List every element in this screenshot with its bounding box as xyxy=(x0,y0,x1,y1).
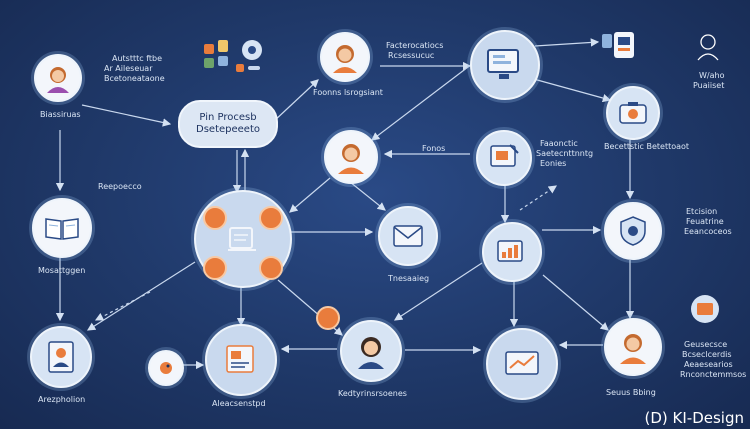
connector xyxy=(86,261,196,331)
connector xyxy=(81,104,172,127)
hub-badge xyxy=(203,256,227,280)
camera-icon xyxy=(619,102,647,124)
note-line: Ar Aileseuar xyxy=(104,64,153,73)
note-line: Eonies xyxy=(540,159,567,168)
note-line: W/aho xyxy=(699,71,725,80)
node-label: Foonns lsrogsiant xyxy=(313,88,383,97)
node-label: Biassiruas xyxy=(40,110,81,119)
person-icon xyxy=(358,337,384,369)
person-node-top-center[interactable] xyxy=(320,32,370,82)
watermark: (D) KI-Design xyxy=(644,409,745,427)
bird-icon xyxy=(160,362,172,374)
profile-card-icon xyxy=(48,341,74,373)
note-line: Facterocatiocs xyxy=(386,41,444,50)
note-line: Autstttc ftbe xyxy=(112,54,163,63)
person-node-middle[interactable] xyxy=(324,130,378,184)
node-label: Arezpholion xyxy=(38,395,86,404)
note-line: Bcetoneataone xyxy=(104,74,165,83)
hub-badge xyxy=(259,256,283,280)
dashed-connector xyxy=(94,291,151,321)
note-line: Puaiiset xyxy=(693,81,725,90)
pill-subtitle: Dsetepeeeto xyxy=(196,124,260,135)
analytics-node[interactable] xyxy=(486,328,558,400)
note-line: Bcseclcerdis xyxy=(682,350,732,359)
widgets-icon xyxy=(204,40,262,72)
sketch-person-icon xyxy=(697,34,719,61)
pill-title: Pin Procesb xyxy=(199,112,257,123)
document-icon xyxy=(228,227,256,251)
dashed-connector xyxy=(519,185,557,211)
connector xyxy=(529,77,612,103)
folder-icon xyxy=(691,295,719,323)
node-label: Seuus Bbing xyxy=(606,388,656,397)
accent-dot xyxy=(316,306,340,330)
device-node-top[interactable] xyxy=(470,30,540,100)
arrow-label: Fonos xyxy=(422,144,446,153)
small-node[interactable] xyxy=(148,350,184,386)
note-line: Rnconctemmsos xyxy=(680,370,747,379)
chart-icon xyxy=(497,240,523,262)
profile-node[interactable] xyxy=(30,326,92,388)
node-label: Aleacsenstpd xyxy=(212,399,266,408)
note-line: Faaonctic xyxy=(540,139,578,148)
note-line: Aeaesearios xyxy=(684,360,733,369)
node-label: Becettstic Betettoaot xyxy=(604,142,690,151)
mail-node[interactable] xyxy=(378,206,438,266)
shield-icon xyxy=(620,216,646,246)
person-icon xyxy=(338,144,364,174)
connector xyxy=(289,177,331,213)
monitor-icon xyxy=(487,49,519,79)
chart-node[interactable] xyxy=(482,222,542,282)
note-line: Etcision xyxy=(686,207,718,216)
camera-node[interactable] xyxy=(606,86,660,140)
mail-icon xyxy=(393,225,423,247)
person-node-bottom-right[interactable] xyxy=(604,318,662,376)
side-label: Reepoecco xyxy=(98,182,142,191)
analytics-icon xyxy=(505,351,539,375)
connector xyxy=(534,38,600,47)
person-node-top-left[interactable] xyxy=(34,54,82,102)
phone-icon xyxy=(602,32,634,58)
hub-badge xyxy=(259,206,283,230)
process-pill[interactable]: Pin Procesb Dsetepeeeto xyxy=(178,100,278,148)
node-label: Mosattggen xyxy=(38,266,86,275)
note-line: Eeancoceos xyxy=(684,227,732,236)
person-icon xyxy=(47,67,69,93)
connector xyxy=(542,274,609,331)
note-line: Feuatrine xyxy=(686,217,724,226)
note-line: Geusecsce xyxy=(684,340,728,349)
person-icon xyxy=(620,334,646,364)
connector xyxy=(349,181,386,211)
tablet-icon xyxy=(490,144,519,167)
person-icon xyxy=(333,45,357,73)
note-line: Saetecnttnntg xyxy=(536,149,594,158)
note-line: Rcsessucuc xyxy=(388,51,435,60)
connector xyxy=(371,63,473,141)
hub-badge xyxy=(203,206,227,230)
tablet-node[interactable] xyxy=(476,130,532,186)
report-icon xyxy=(226,345,254,373)
node-label: Tnesaaieg xyxy=(388,274,430,283)
book-node[interactable] xyxy=(32,198,92,258)
book-icon xyxy=(45,218,79,240)
connector xyxy=(393,262,483,321)
node-label: Kedtyrinsrsoenes xyxy=(338,389,407,398)
person-node-bottom[interactable] xyxy=(340,320,402,382)
connector xyxy=(272,79,319,123)
security-node[interactable] xyxy=(604,202,662,260)
report-node[interactable] xyxy=(205,324,277,396)
